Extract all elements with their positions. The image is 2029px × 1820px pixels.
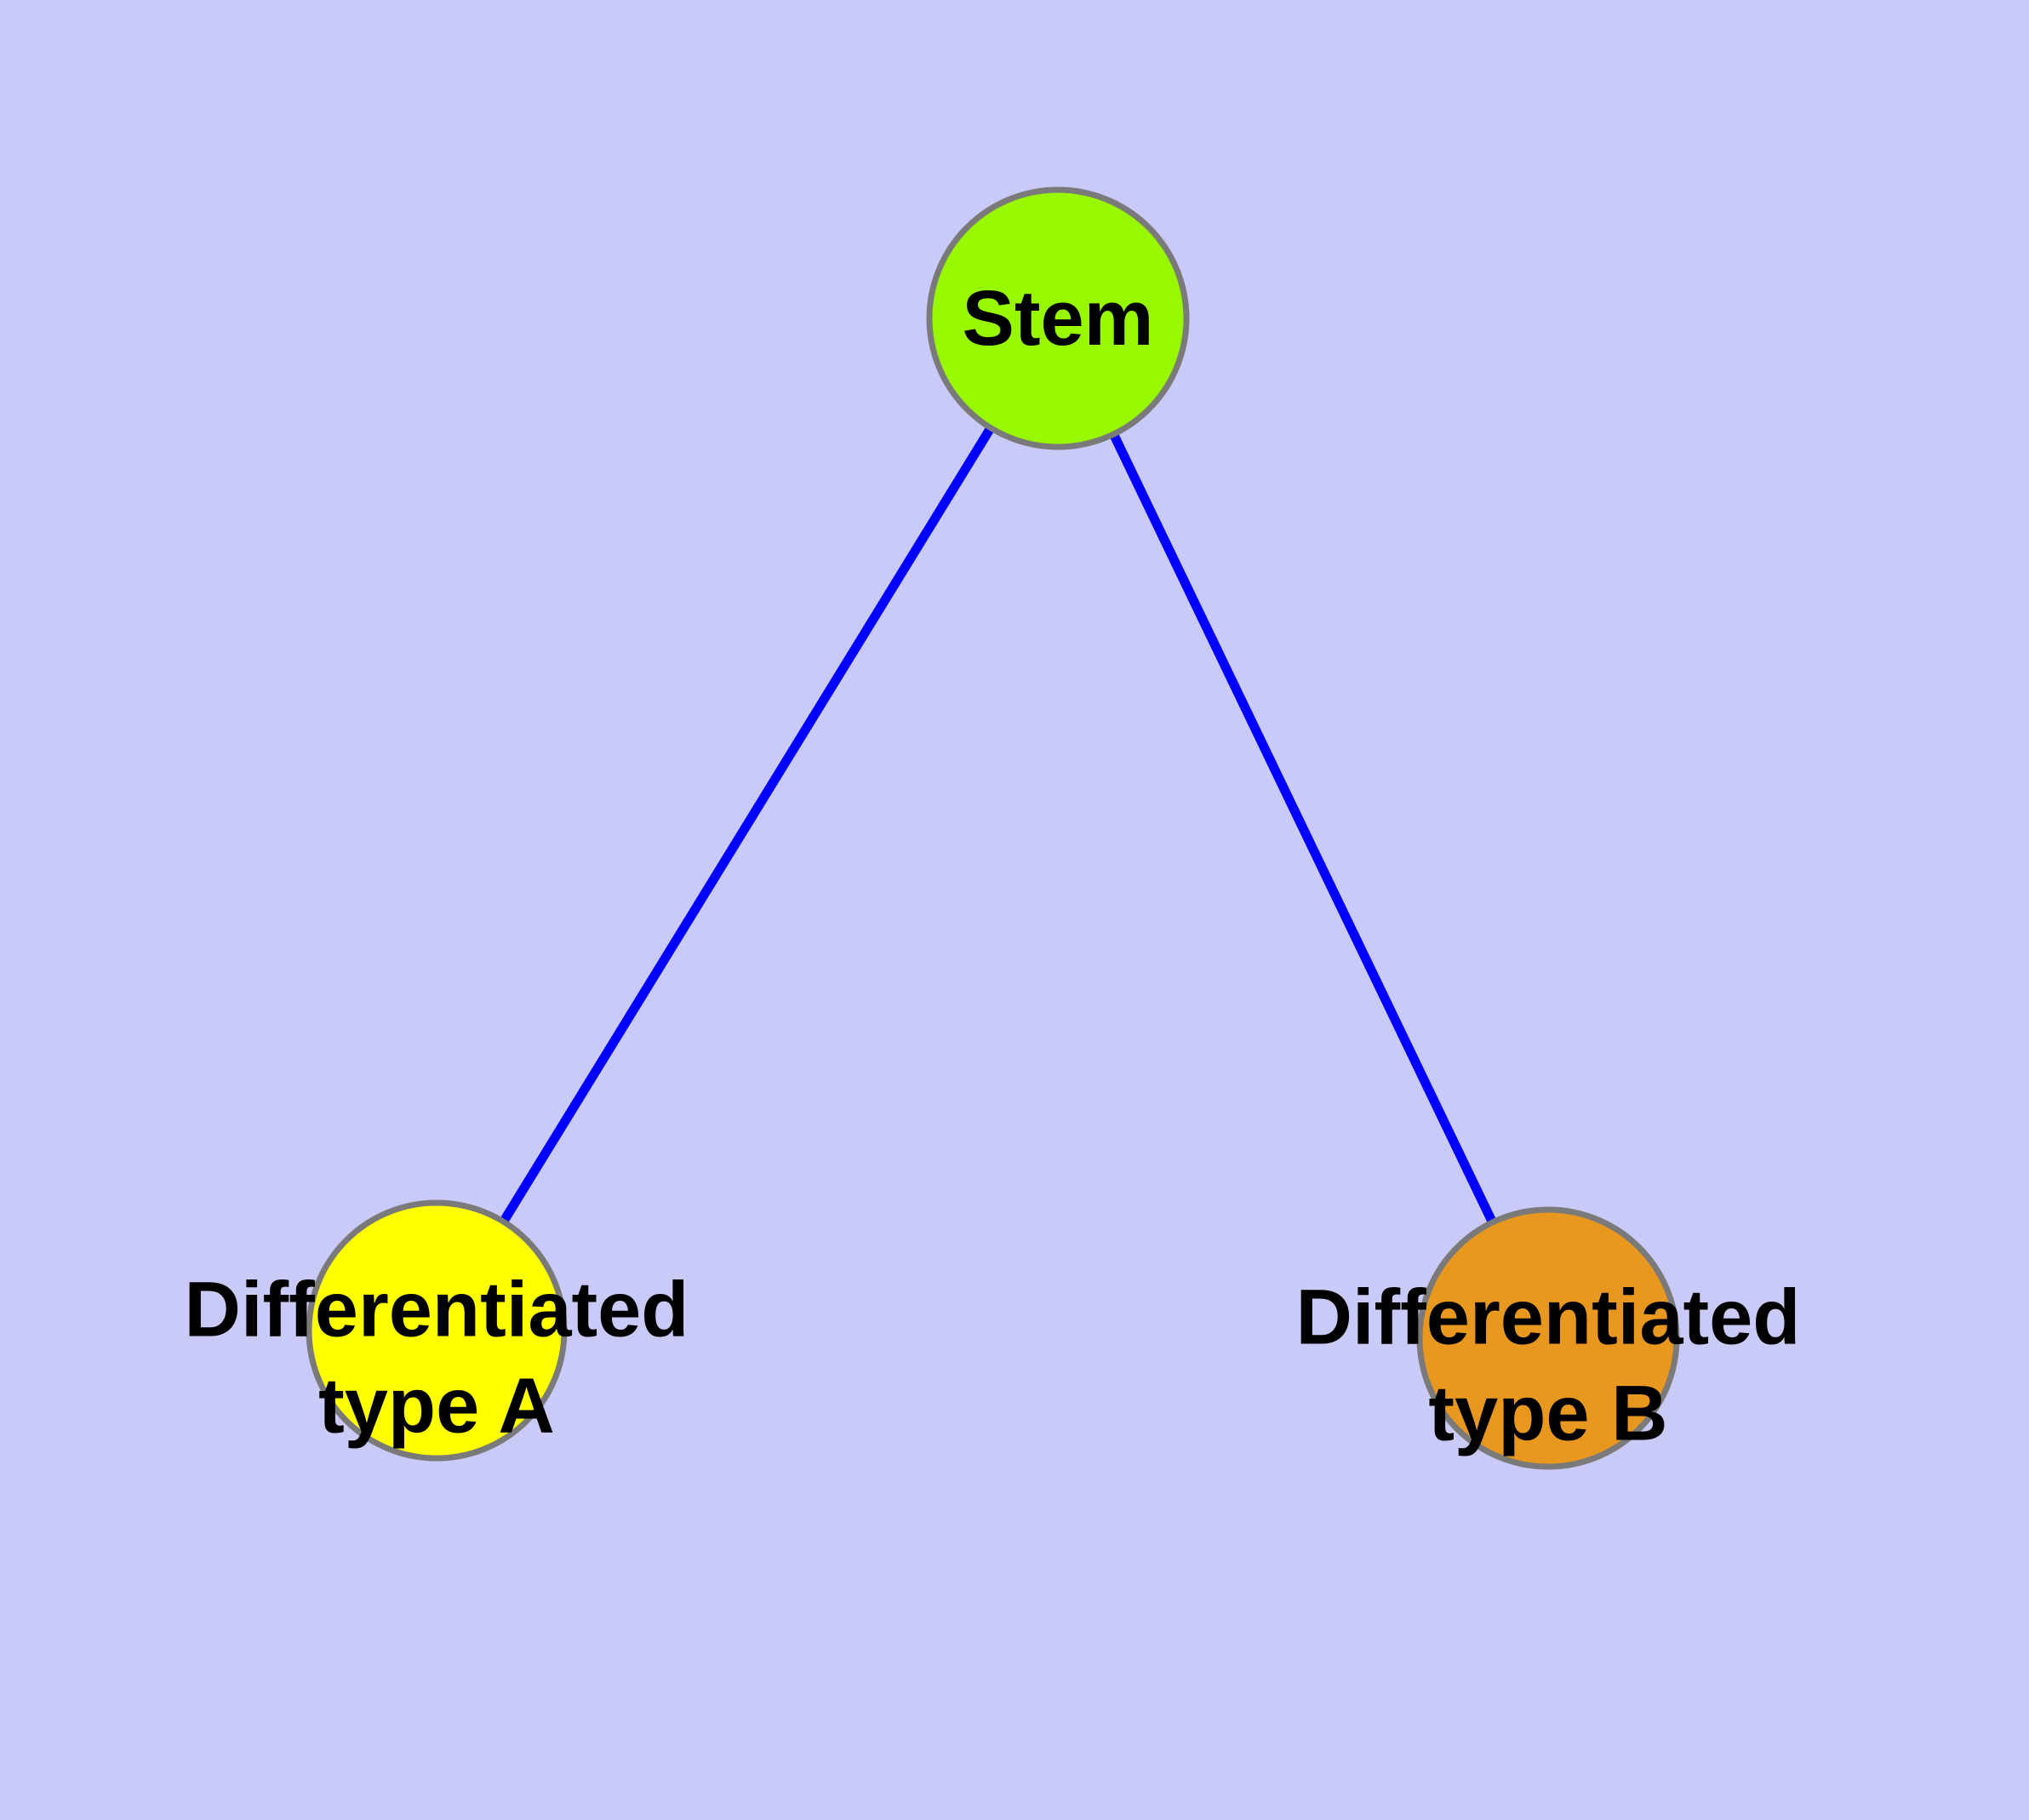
node-label-line: type B	[1428, 1371, 1667, 1457]
node-diff-type-b: Differentiated type B	[1296, 1206, 1801, 1470]
node-circle-stem	[926, 186, 1190, 450]
node-label-line: type A	[318, 1363, 555, 1450]
node-circle-diff-type-b	[1416, 1206, 1680, 1470]
edge-stem-to-diff-type-b	[1054, 316, 1552, 1341]
edge-stem-to-diff-type-a	[432, 316, 1062, 1333]
node-label-line: Differentiated	[1296, 1274, 1801, 1361]
node-stem: Stem	[926, 186, 1190, 450]
node-circle-diff-type-a	[306, 1199, 568, 1462]
node-label-line: Stem	[963, 275, 1154, 362]
node-label-diff-type-b: Differentiated type B	[1296, 1274, 1801, 1457]
node-label-diff-type-a: Differentiated type A	[185, 1267, 689, 1450]
node-label-stem: Stem	[963, 275, 1154, 362]
node-label-line: Differentiated	[185, 1267, 689, 1354]
node-diff-type-a: Differentiated type A	[185, 1199, 689, 1462]
